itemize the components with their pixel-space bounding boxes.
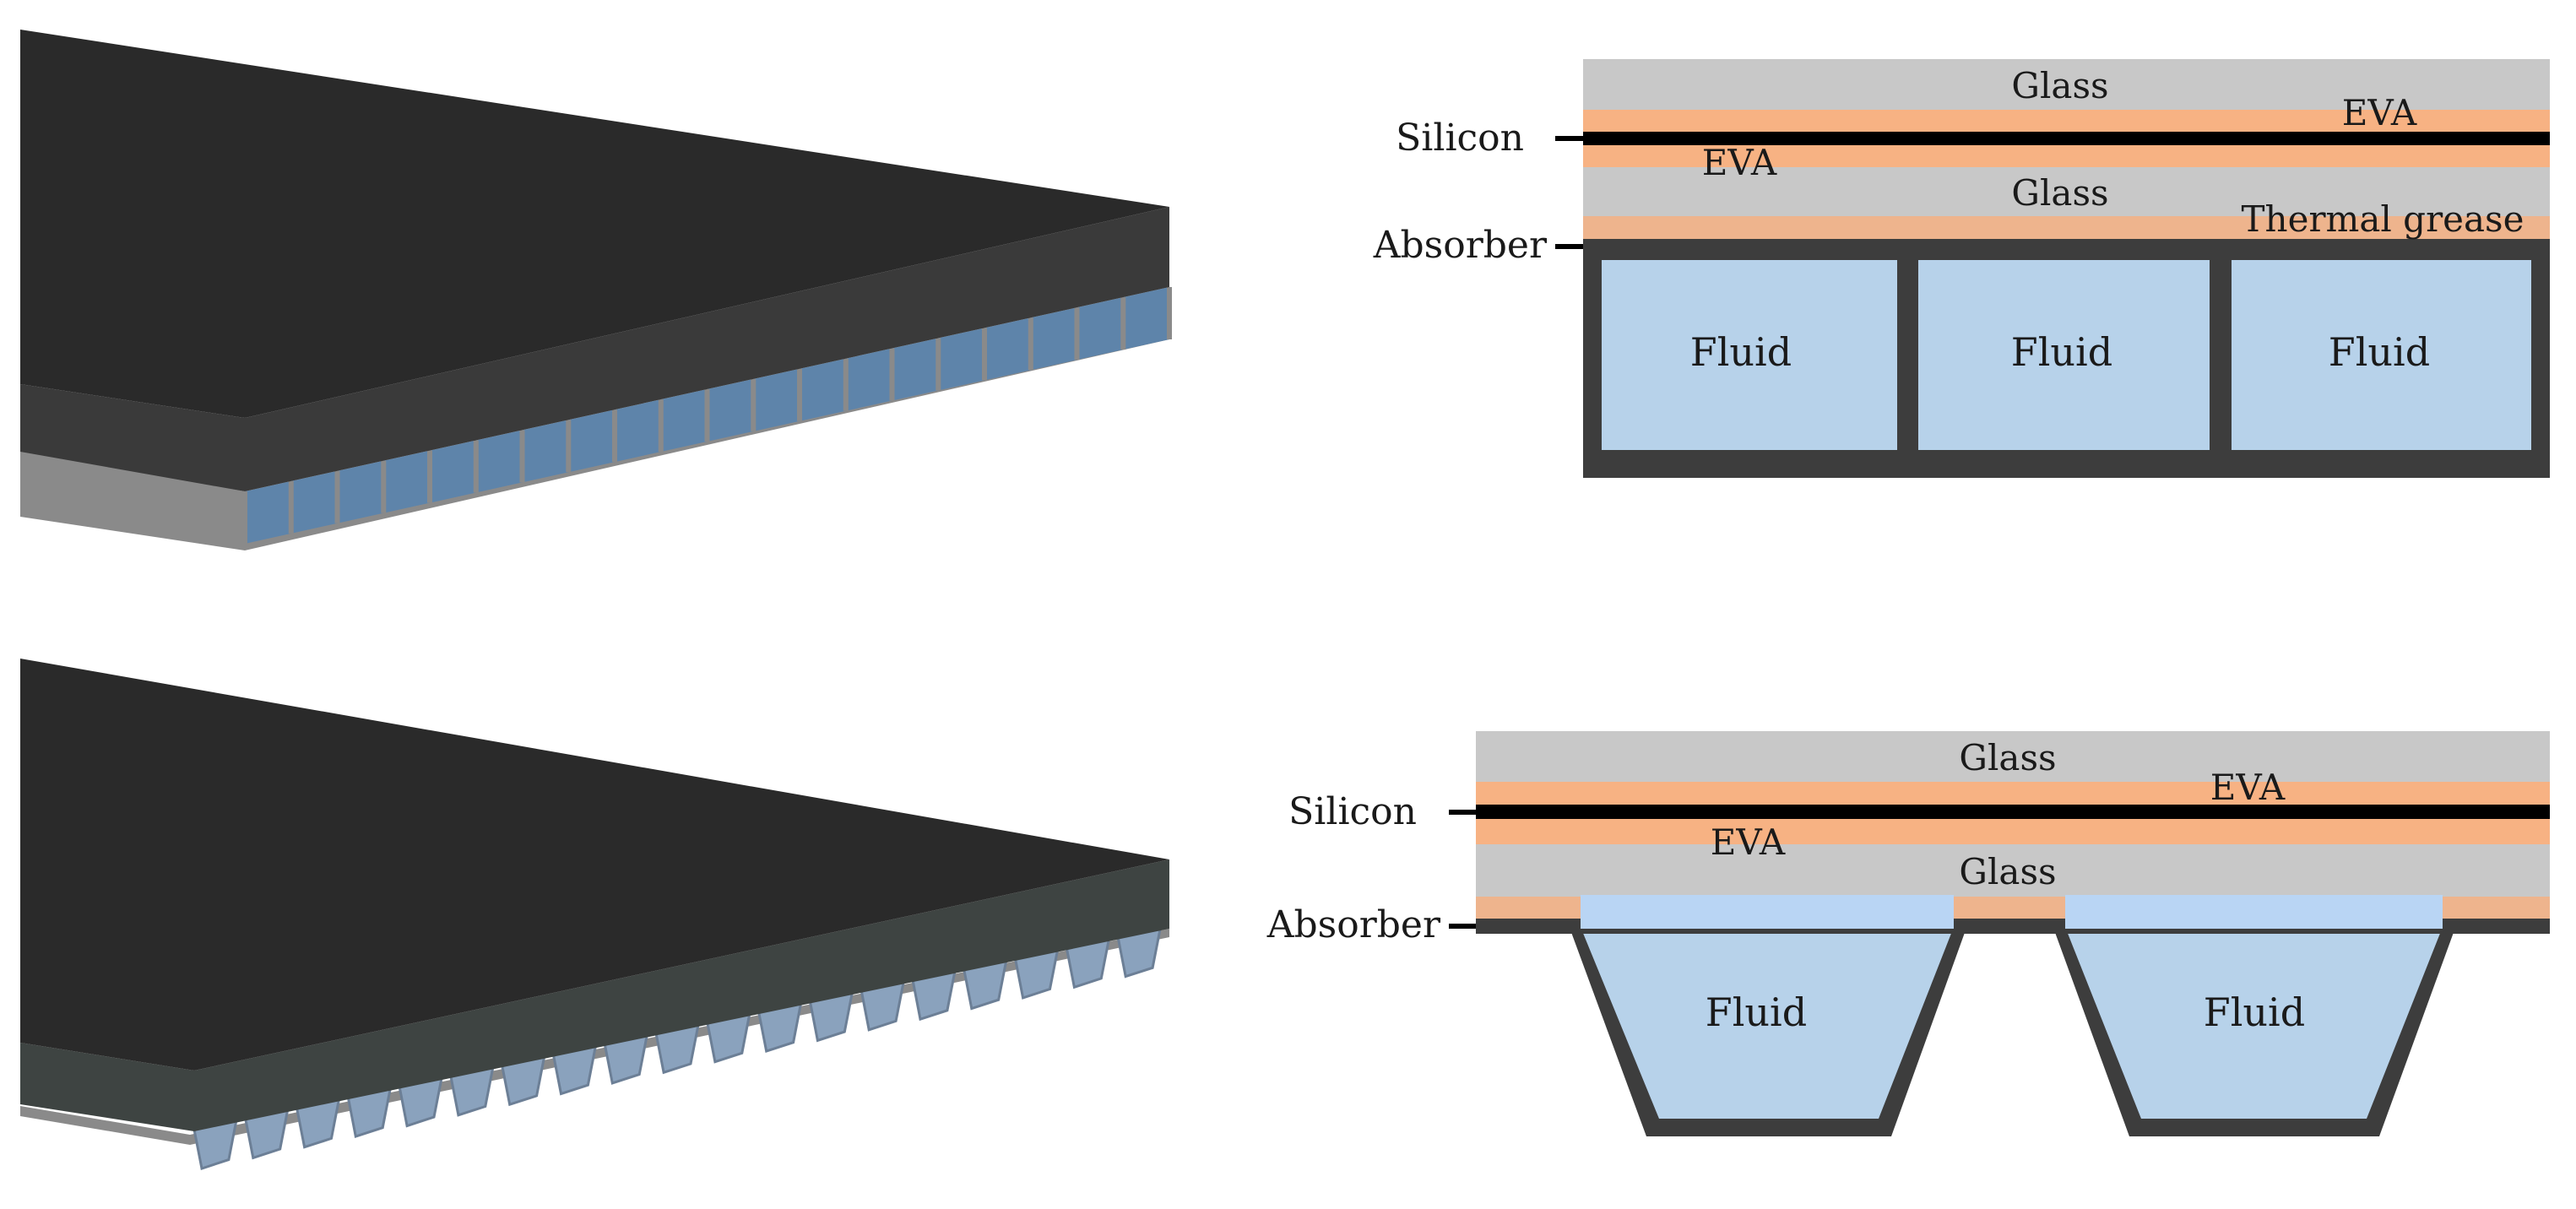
top-cross-section: Glass EVA Silicon EVA Glass Thermal grea… <box>1373 59 2550 478</box>
top-glass-lower-label: Glass <box>2011 172 2108 214</box>
bottom-fluid-top-1 <box>1581 895 1954 929</box>
top-thermal-grease-label: Thermal grease <box>2242 198 2524 240</box>
top-3d-panel-render <box>20 30 1172 550</box>
top-fluid-channel-2 <box>1918 260 2210 450</box>
bottom-silicon-layer <box>1476 805 2550 819</box>
top-panel-top-face <box>20 30 1169 418</box>
top-panel-side <box>20 207 1169 491</box>
top-thermal-grease-layer <box>1583 216 2550 239</box>
bottom-absorber-label: Absorber <box>1266 903 1441 946</box>
top-eva-lower-label: EVA <box>1702 142 1777 183</box>
bottom-3d-panel-render <box>20 659 1169 1170</box>
top-eva-lower-layer <box>1583 145 2550 167</box>
bottom-fluid-label-1: Fluid <box>1706 989 1807 1035</box>
top-fluid-label-3: Fluid <box>2329 329 2430 375</box>
bottom-cross-section: Glass EVA Silicon EVA Glass Absorber Flu… <box>1266 731 2550 1136</box>
top-silicon-layer <box>1583 132 2550 145</box>
top-glass-lower-layer <box>1583 167 2550 216</box>
bottom-glass-upper-label: Glass <box>1959 737 2056 778</box>
top-glass-upper-label: Glass <box>2011 65 2108 106</box>
bottom-fluid-channel-2 <box>2065 927 2443 1119</box>
top-fluid-label-1: Fluid <box>1690 329 1792 375</box>
bottom-panel-top-face <box>20 659 1169 1071</box>
bottom-fluid-label-2: Fluid <box>2204 989 2305 1035</box>
bottom-eva-upper-layer <box>1476 782 2550 805</box>
top-fluid-label-2: Fluid <box>2011 329 2112 375</box>
bottom-eva-lower-label: EVA <box>1711 821 1786 863</box>
bottom-fluid-channel-1 <box>1581 927 1954 1119</box>
top-fluid-channel-1 <box>1602 260 1897 450</box>
bottom-eva-lower-layer <box>1476 819 2550 844</box>
bottom-glass-lower-layer <box>1476 844 2550 897</box>
bottom-panel-side <box>20 859 1169 1131</box>
bottom-trapezoid-channels <box>193 927 1163 1170</box>
top-eva-upper-layer <box>1583 110 2550 132</box>
top-glass-upper-layer <box>1583 59 2550 110</box>
top-silicon-label: Silicon <box>1396 117 1524 160</box>
bottom-silicon-label: Silicon <box>1288 790 1417 833</box>
bottom-fluid-top-2 <box>2065 895 2443 929</box>
top-fluid-channel-3 <box>2232 260 2531 450</box>
bottom-glass-upper-layer <box>1476 731 2550 782</box>
top-absorber-label: Absorber <box>1373 224 1548 267</box>
bottom-eva-upper-label: EVA <box>2210 767 2286 808</box>
top-eva-upper-label: EVA <box>2342 92 2417 133</box>
top-channel-dividers <box>242 287 1172 544</box>
bottom-glass-lower-label: Glass <box>1959 851 2056 892</box>
